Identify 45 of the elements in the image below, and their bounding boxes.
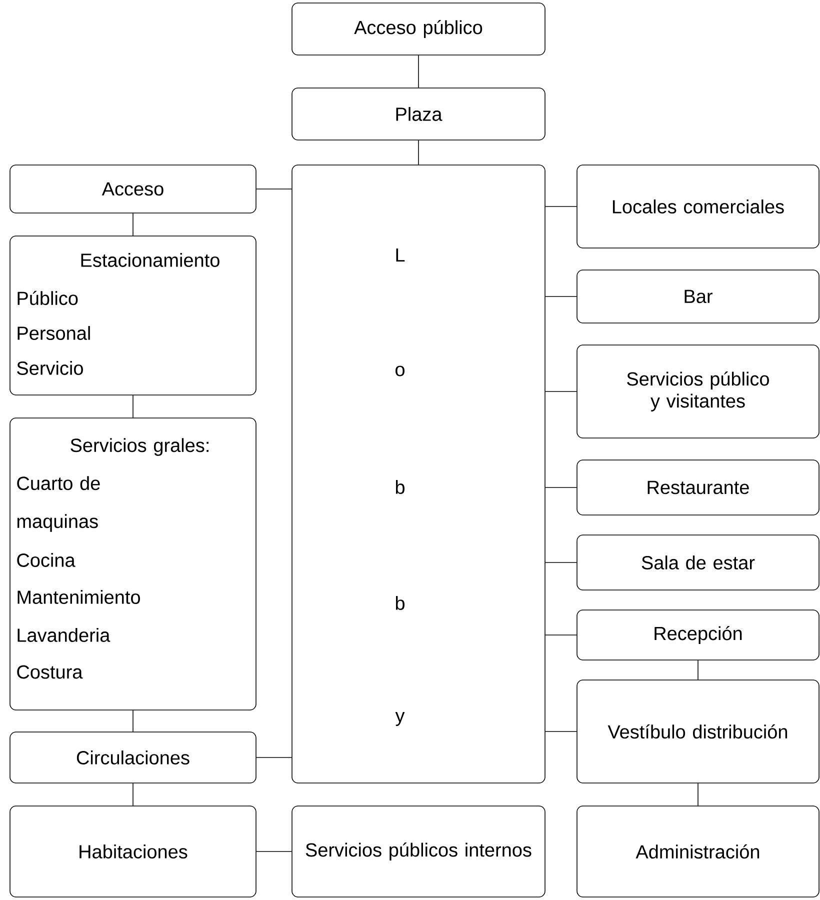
process-box: Plaza (292, 88, 546, 140)
connector-line (545, 731, 577, 732)
connector-line (132, 395, 134, 418)
process-box: Servicios públicos internos (292, 806, 546, 898)
connector-line (132, 213, 134, 236)
box-letter: b (396, 480, 404, 494)
process-box: Recepción (576, 610, 820, 660)
process-box: Bar (576, 270, 820, 324)
list-item: Servicios grales: (70, 438, 208, 456)
box-letter: L (396, 248, 405, 262)
box-letter: o (396, 366, 404, 376)
box-letter: y (395, 712, 405, 726)
list-item: Lavanderia (18, 628, 110, 642)
connector-line (132, 710, 134, 732)
process-box: Servicios público y visitantes (576, 344, 820, 438)
process-box: Vestíbulo distribución (576, 680, 820, 784)
list-item: Público (18, 290, 78, 306)
process-box: Habitaciones (10, 806, 256, 898)
connector-line (418, 55, 419, 88)
connector-line (545, 206, 577, 207)
connector-line (545, 296, 577, 297)
process-box: Restaurante (576, 460, 820, 516)
connector-line (256, 757, 292, 758)
connector-line (418, 140, 419, 165)
connector-line (545, 391, 577, 392)
connector-line (545, 562, 577, 563)
connector-line (545, 487, 577, 488)
process-box: Administración (576, 806, 820, 898)
process-box: Acceso (10, 164, 256, 214)
process-box: Sala de estar (576, 534, 820, 590)
box-letter: b (396, 596, 404, 610)
connector-line (545, 634, 577, 636)
process-box: Circulaciones (10, 732, 256, 784)
list-item: Cuarto de maquinas (17, 476, 100, 532)
connector-line (256, 188, 292, 190)
list-item: Cocina (17, 553, 76, 567)
list-item: Servicio (17, 361, 83, 375)
connector-line (132, 783, 134, 806)
connector-line (256, 851, 292, 852)
process-box: Locales comerciales (576, 164, 820, 248)
list-item: Personal (18, 326, 90, 340)
process-box: Acceso público (292, 2, 546, 56)
list-item: Mantenimiento (18, 590, 140, 604)
list-item: Estacionamiento (81, 253, 220, 267)
list-item: Costura (17, 665, 83, 679)
